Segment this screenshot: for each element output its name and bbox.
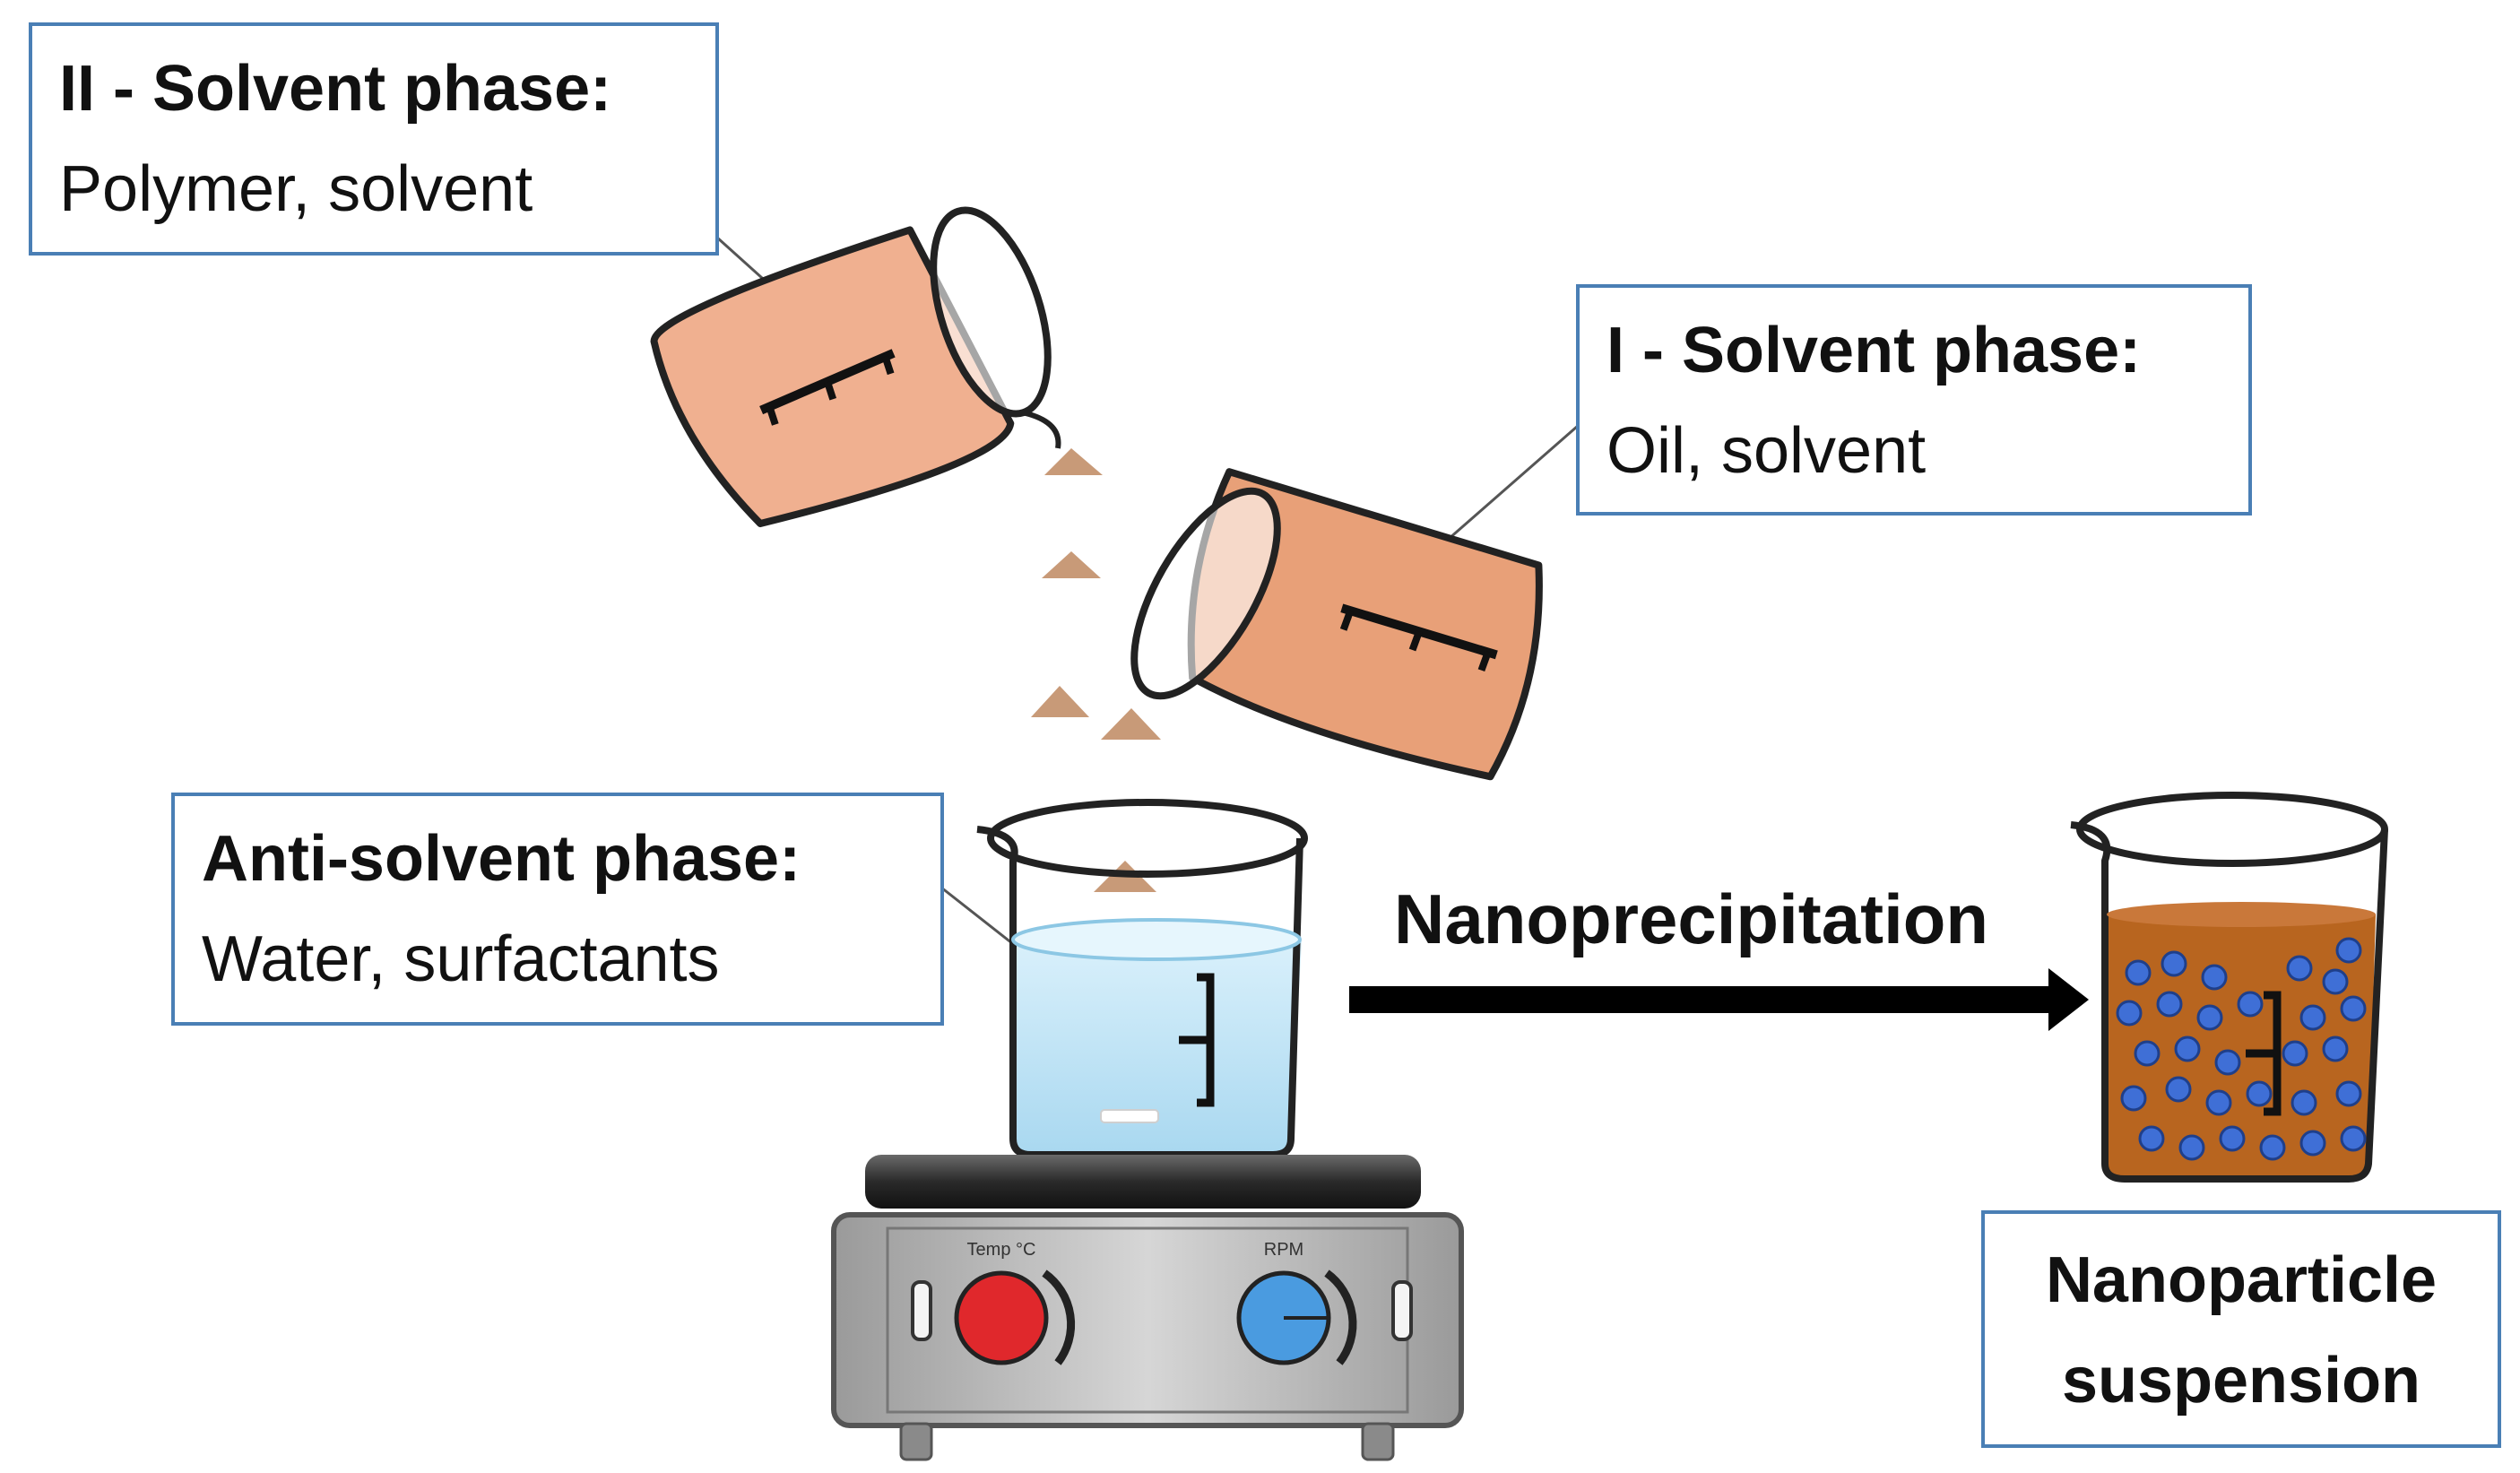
nanoparticle — [2286, 955, 2313, 982]
nanoparticle — [2196, 1004, 2223, 1031]
nanoparticle — [2322, 1035, 2349, 1062]
nanoparticle — [2214, 1049, 2241, 1076]
nanoparticle — [2125, 959, 2152, 986]
droplet — [1044, 448, 1103, 475]
nanoparticle — [2282, 1040, 2308, 1067]
label-box-solvent-phase-ii: II - Solvent phase: Polymer, solvent — [29, 22, 719, 256]
nanoparticle — [2219, 1125, 2246, 1152]
stir-bar — [1100, 1109, 1159, 1123]
label-title: Anti-solvent phase: — [202, 823, 801, 895]
nanoparticle — [2156, 991, 2183, 1018]
hotplate-foot — [899, 1422, 933, 1461]
temperature-knob-label: Temp °C — [967, 1240, 1036, 1260]
label-title: II - Solvent phase: — [59, 53, 612, 125]
beaker-anti-solvent — [976, 799, 1308, 1158]
nanoparticle — [2174, 1035, 2201, 1062]
nanoparticle — [2259, 1134, 2286, 1161]
label-title-line1: Nanoparticle — [2045, 1244, 2438, 1316]
nanoparticle — [2335, 937, 2362, 964]
nanoparticle — [2161, 950, 2187, 977]
toggle-switch — [911, 1280, 932, 1341]
nanoparticle — [2335, 1080, 2362, 1107]
label-box-solvent-phase-i: I - Solvent phase: Oil, solvent — [1576, 284, 2252, 516]
nanoparticle — [2322, 968, 2349, 995]
hotplate: Temp °C RPM — [831, 1155, 1464, 1461]
nanoparticle — [2201, 964, 2228, 991]
rpm-knob-label: RPM — [1264, 1240, 1303, 1260]
label-box-nanoparticle-suspension: Nanoparticle suspension — [1981, 1210, 2501, 1448]
beaker-oil-rim — [1130, 487, 1281, 700]
label-box-anti-solvent-phase: Anti-solvent phase: Water, surfactants — [171, 793, 944, 1026]
nanoparticle — [2299, 1130, 2326, 1157]
toggle-switch — [1391, 1280, 1413, 1341]
nanoparticle — [2340, 995, 2367, 1022]
nanoparticle — [2246, 1080, 2273, 1107]
hotplate-foot — [1361, 1422, 1395, 1461]
nanoparticle — [2291, 1089, 2317, 1116]
nanoparticle — [2138, 1125, 2165, 1152]
nanoparticle — [2299, 1004, 2326, 1031]
nanoparticle — [2165, 1076, 2192, 1103]
hotplate-body — [831, 1212, 1464, 1428]
droplet — [1042, 551, 1101, 578]
label-title: I - Solvent phase: — [1606, 315, 2142, 386]
temperature-knob — [954, 1270, 1049, 1365]
label-contents: Polymer, solvent — [59, 153, 533, 225]
label-contents: Water, surfactants — [202, 923, 720, 995]
label-title-line2: suspension — [2061, 1345, 2421, 1417]
hotplate-top — [865, 1155, 1421, 1209]
beaker-nanoparticle-suspension — [2070, 792, 2388, 1183]
label-contents: Oil, solvent — [1606, 415, 1927, 487]
process-label: Nanoprecipitation — [1394, 879, 1989, 958]
nanoparticle — [2120, 1085, 2147, 1112]
nanoparticles — [2116, 937, 2367, 1161]
nanoparticle — [2237, 991, 2264, 1018]
nanoparticle — [2178, 1134, 2205, 1161]
nanoparticle — [2205, 1089, 2232, 1116]
beaker-polymer-solvent — [650, 226, 1015, 528]
process-arrow — [1349, 968, 2089, 1031]
nanoparticle — [2340, 1125, 2367, 1152]
nanoparticle — [2134, 1040, 2161, 1067]
nanoparticle — [2116, 1000, 2143, 1027]
droplet — [1101, 708, 1161, 740]
droplet — [1031, 686, 1089, 717]
